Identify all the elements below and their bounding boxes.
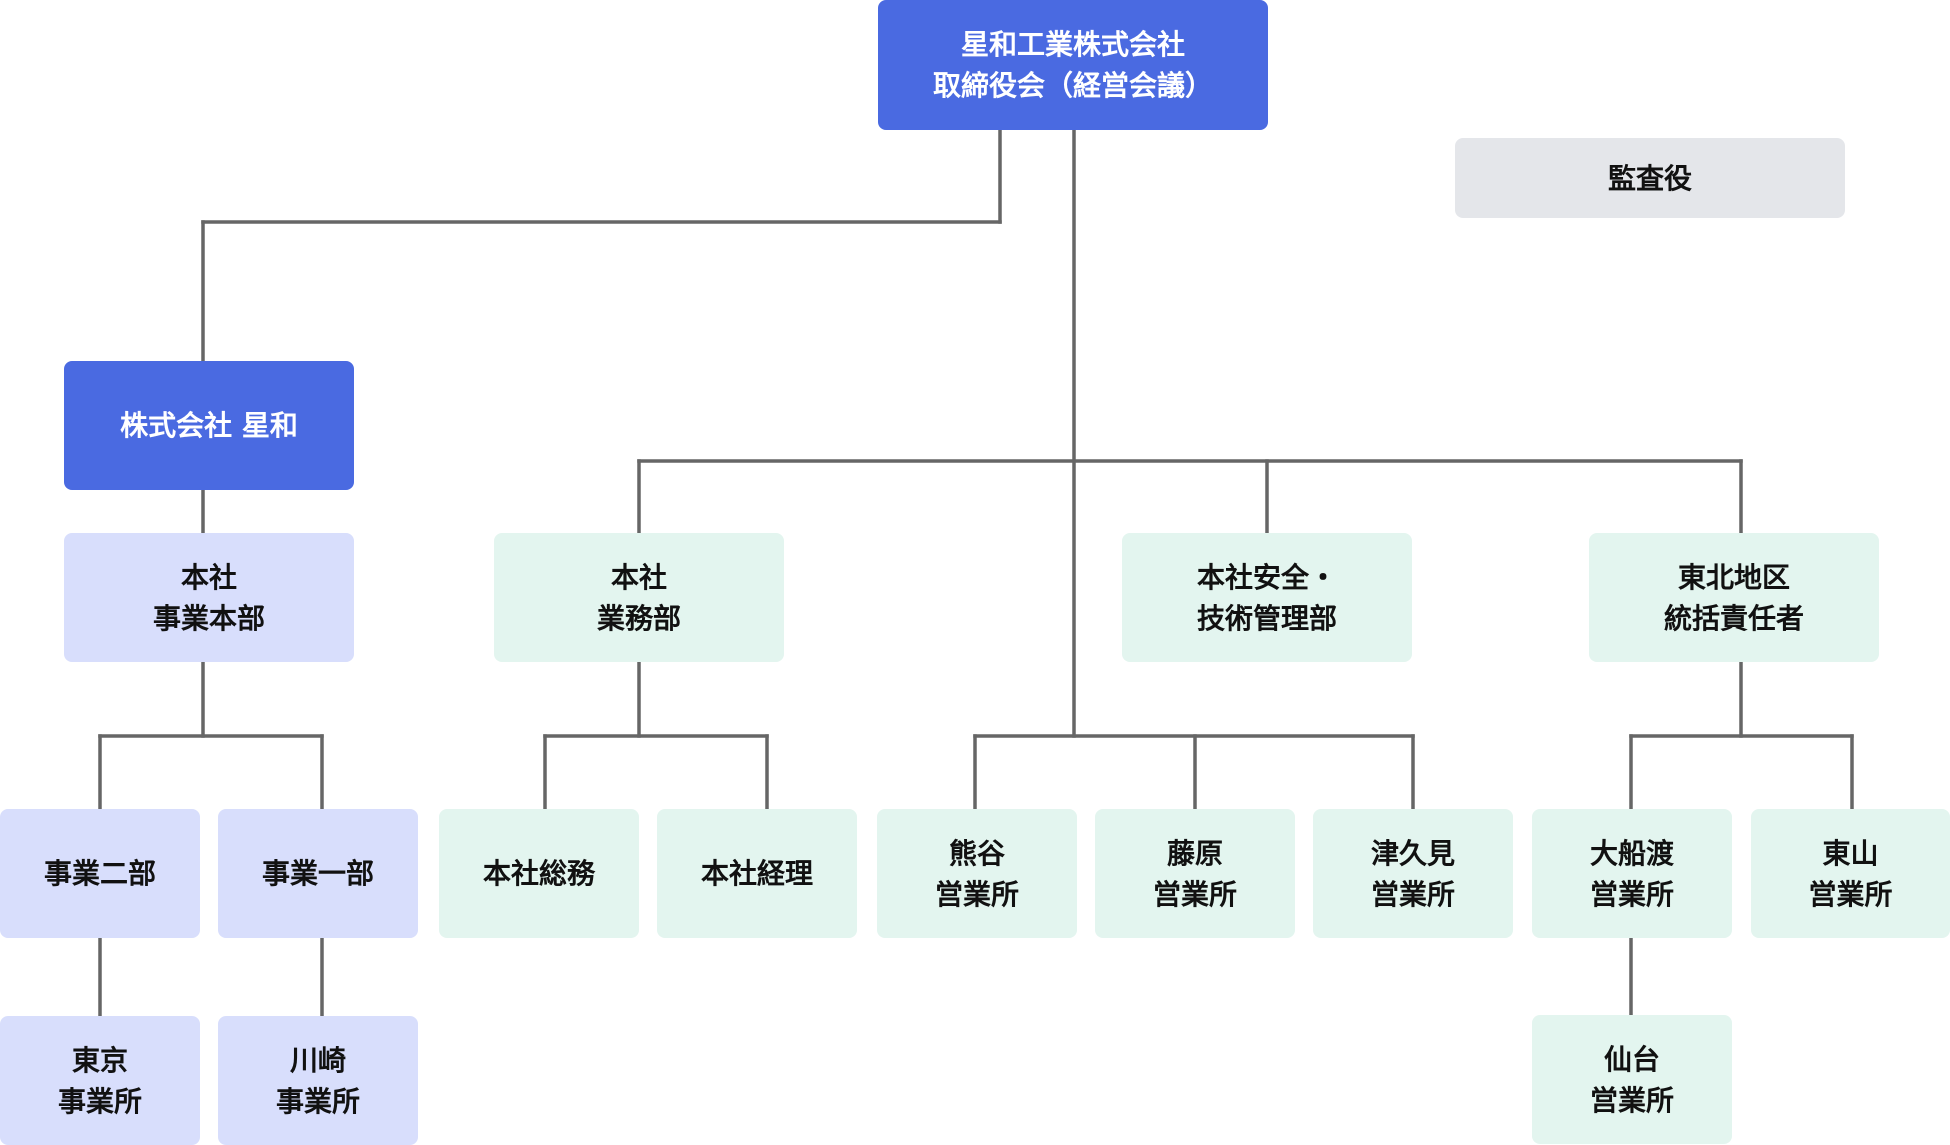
office-line1: 津久見 [1370, 836, 1455, 870]
division-line2: 事業本部 [152, 601, 265, 635]
auditor-label: 監査役 [1607, 161, 1692, 195]
business-dept-line1: 本社 [610, 560, 667, 594]
department-name: 事業二部 [43, 857, 156, 890]
sales-office-box[interactable]: 大船渡 営業所 [1532, 809, 1732, 938]
office-line1: 熊谷 [948, 836, 1005, 870]
department-box[interactable]: 事業一部 [218, 809, 418, 938]
business-dept-box[interactable]: 本社 業務部 [494, 533, 784, 662]
office-line1: 藤原 [1166, 836, 1223, 870]
office-line2: 営業所 [1589, 1083, 1674, 1117]
division-line1: 本社 [180, 560, 237, 594]
office-line1: 大船渡 [1589, 836, 1674, 870]
subsidiary-box[interactable]: 株式会社 星和 [64, 361, 354, 490]
office-line1: 仙台 [1603, 1042, 1660, 1076]
section-name: 本社総務 [482, 857, 595, 890]
section-name: 本社経理 [700, 857, 813, 890]
section-box[interactable]: 本社総務 [439, 809, 639, 938]
office-line2: 営業所 [1152, 877, 1237, 911]
sales-office-box[interactable]: 熊谷 営業所 [877, 809, 1077, 938]
tohoku-line2: 統括責任者 [1663, 601, 1804, 635]
office-line1: 東山 [1822, 836, 1879, 870]
department-box[interactable]: 事業二部 [0, 809, 200, 938]
sales-office-box[interactable]: 仙台 営業所 [1532, 1015, 1732, 1144]
safety-dept-box[interactable]: 本社安全・ 技術管理部 [1122, 533, 1412, 662]
office-line2: 営業所 [1589, 877, 1674, 911]
sales-office-box[interactable]: 東山 営業所 [1751, 809, 1950, 938]
board-of-directors-box[interactable]: 星和工業株式会社 取締役会（経営会議） [878, 0, 1268, 130]
safety-dept-line2: 技術管理部 [1196, 601, 1337, 635]
tohoku-manager-box[interactable]: 東北地区 統括責任者 [1589, 533, 1879, 662]
office-line2: 事業所 [275, 1084, 360, 1118]
office-line2: 営業所 [1808, 877, 1893, 911]
department-name: 事業一部 [261, 857, 374, 890]
sales-office-box[interactable]: 津久見 営業所 [1313, 809, 1513, 938]
office-line2: 営業所 [1370, 877, 1455, 911]
section-box[interactable]: 本社経理 [657, 809, 857, 938]
subsidiary-name: 株式会社 星和 [120, 409, 298, 442]
business-office-box[interactable]: 東京 事業所 [0, 1016, 200, 1145]
safety-dept-line1: 本社安全・ [1196, 560, 1337, 594]
subsidiary-division-box[interactable]: 本社 事業本部 [64, 533, 354, 662]
office-line2: 営業所 [934, 877, 1019, 911]
office-line2: 事業所 [57, 1084, 142, 1118]
auditor-box[interactable]: 監査役 [1455, 138, 1845, 218]
business-dept-line2: 業務部 [596, 601, 681, 635]
tohoku-line1: 東北地区 [1677, 560, 1790, 594]
office-line1: 川崎 [289, 1043, 346, 1077]
board-meeting-name: 取締役会（経営会議） [932, 69, 1213, 102]
board-company-name: 星和工業株式会社 [960, 28, 1185, 61]
sales-office-box[interactable]: 藤原 営業所 [1095, 809, 1295, 938]
business-office-box[interactable]: 川崎 事業所 [218, 1016, 418, 1145]
office-line1: 東京 [71, 1043, 128, 1077]
